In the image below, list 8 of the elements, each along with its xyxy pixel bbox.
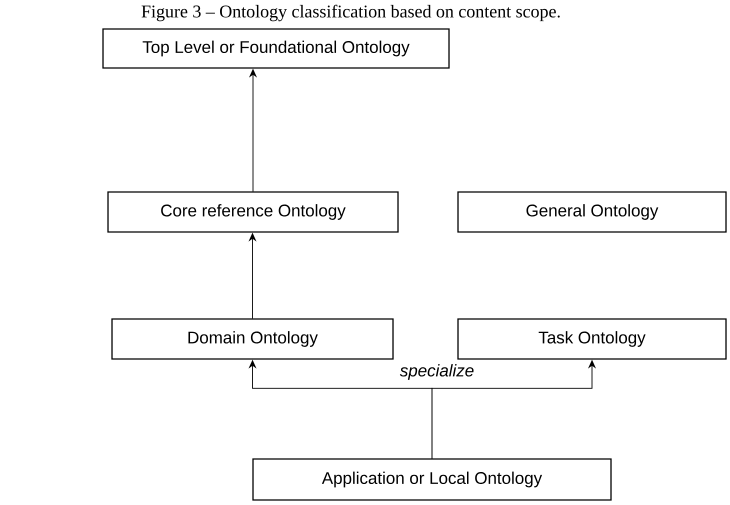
ontology-box: Application or Local Ontology [252,458,612,501]
ontology-box: Domain Ontology [111,318,394,360]
edge-label: specialize [398,363,476,381]
figure-caption: Figure 3 – Ontology classification based on content scope. [142,4,560,22]
ontology-box: Core reference Ontology [107,191,399,233]
ontology-box: Task Ontology [457,318,727,360]
ontology-box: Top Level or Foundational Ontology [102,28,450,69]
ontology-box: General Ontology [457,191,727,233]
